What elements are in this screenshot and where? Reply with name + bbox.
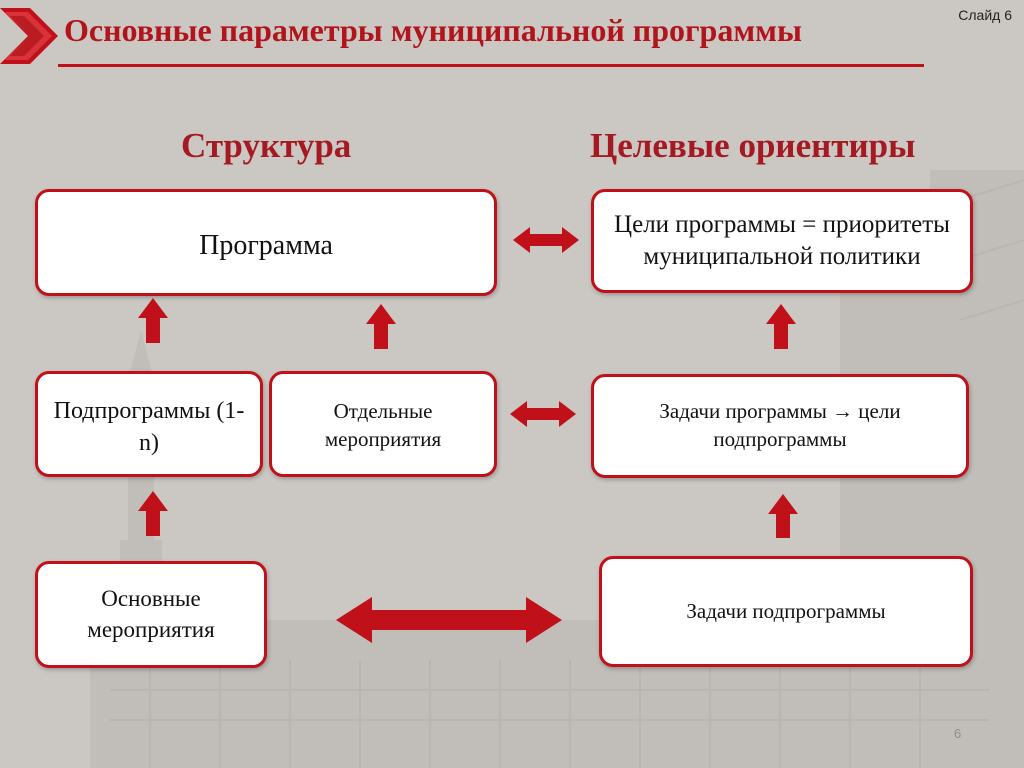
title-underline: [58, 64, 924, 67]
program-box-label: Программа: [199, 230, 333, 261]
slide-number-label: Слайд 6: [958, 7, 1012, 23]
targets-heading: Целевые ориентиры: [590, 126, 916, 165]
structure-heading: Структура: [181, 126, 352, 165]
slide-title: Основные параметры муниципальной програм…: [64, 12, 802, 48]
program-goals-box: Цели программы = приоритеты муниципально…: [591, 189, 973, 293]
page-number: 6: [954, 726, 962, 741]
program-tasks-box: Задачи программы → цели подпрограммы: [591, 374, 969, 478]
subprogram-tasks-box-label: Задачи подпрограммы: [686, 598, 886, 623]
program-goals-box-label: Цели программы = приоритеты муниципально…: [614, 210, 950, 271]
subprogram-tasks-box: Задачи подпрограммы: [599, 556, 973, 667]
program-box: Программа: [35, 189, 497, 296]
separate-activities-box: Отдельные мероприятия: [269, 371, 497, 477]
logo-chevron-icon: [0, 8, 58, 64]
program-tasks-box-label: Задачи программы → цели подпрограммы: [659, 399, 901, 451]
subprograms-box-label: Подпрограммы (1-n): [53, 398, 245, 456]
subprograms-box: Подпрограммы (1-n): [35, 371, 263, 477]
main-activities-box: Основные мероприятия: [35, 561, 267, 668]
separate-activities-box-label: Отдельные мероприятия: [324, 399, 442, 451]
main-activities-box-label: Основные мероприятия: [87, 586, 215, 642]
